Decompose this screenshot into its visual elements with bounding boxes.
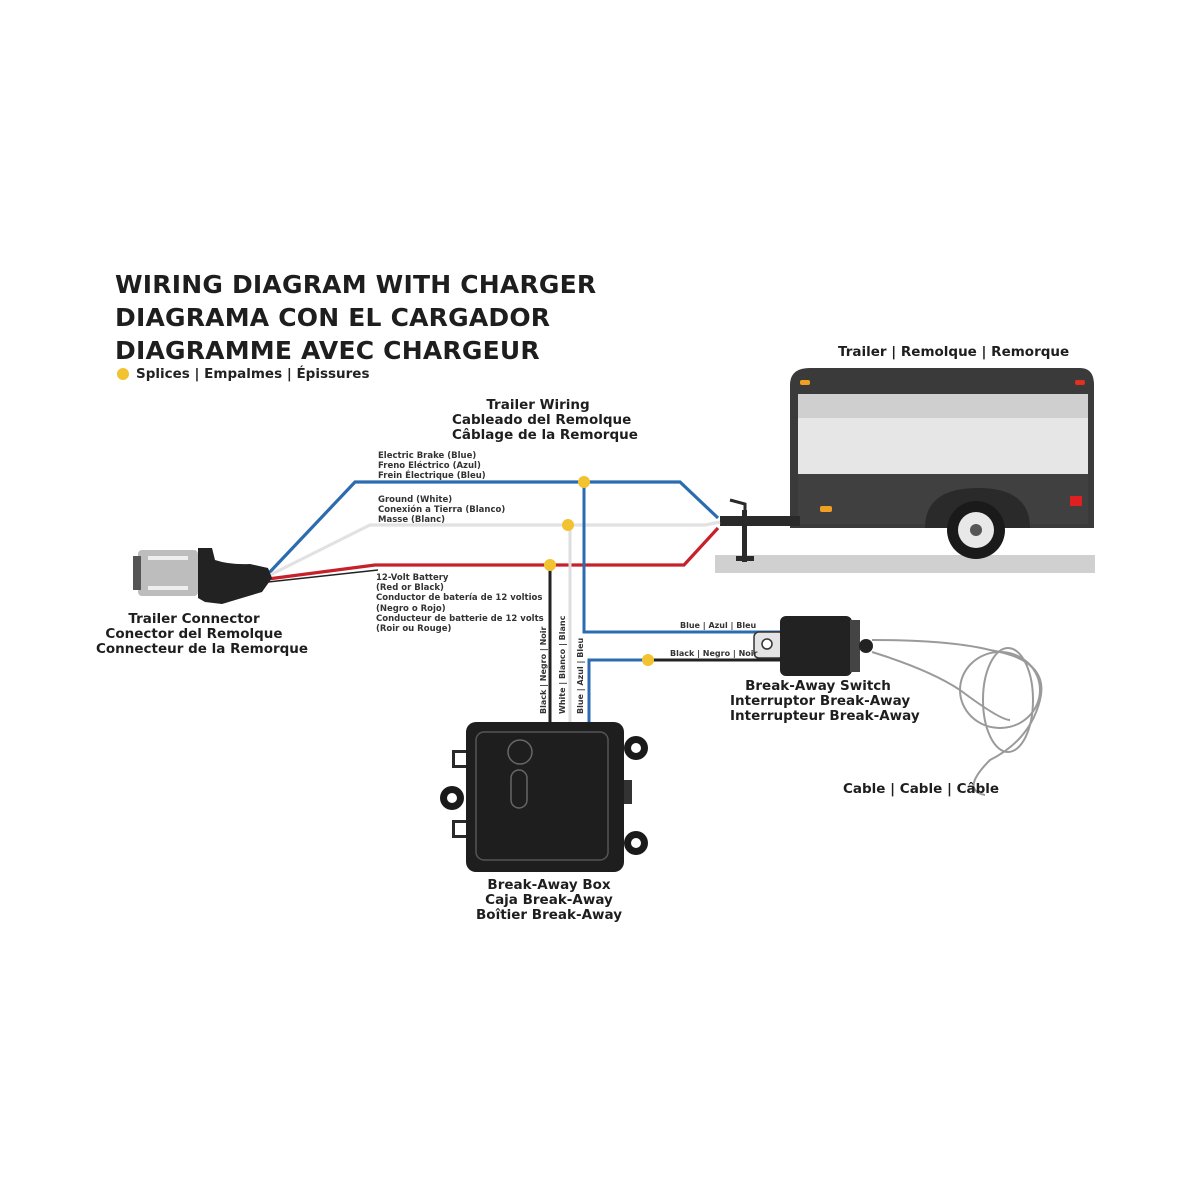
trailer-wiring-label-fr: Câblage de la Remorque	[452, 427, 638, 444]
blue-wire-tag: Blue | Azul | Bleu	[680, 621, 757, 630]
battery-wire-label: 12-Volt Battery (Red or Black) Conductor…	[376, 573, 544, 634]
splice-dot-icon	[562, 519, 574, 531]
trailer-label: Trailer | Remolque | Remorque	[838, 344, 1070, 360]
white-vertical-tag: White | Blanco | Blanc	[558, 615, 567, 714]
splice-dot-icon	[544, 559, 556, 571]
trailer-connector-label-en: Trailer Connector	[128, 611, 260, 627]
trailer-connector-plug	[133, 548, 272, 604]
diagram-title-english: WIRING DIAGRAM WITH CHARGER	[115, 270, 597, 299]
break-away-switch	[753, 616, 873, 676]
battery-wire	[267, 526, 720, 581]
trailer-wiring-label-es: Cableado del Remolque	[452, 412, 632, 429]
trailer-connector-label-es: Conector del Remolque	[105, 626, 283, 643]
splice-dot-icon	[578, 476, 590, 488]
marker-light-icon	[1075, 380, 1085, 385]
trailer-wiring	[266, 476, 784, 723]
trailer-connector-label-fr: Connecteur de la Remorque	[96, 641, 309, 658]
battery-wire-label-es: Conductor de batería de 12 voltios	[376, 593, 543, 604]
ground-wire	[267, 520, 721, 578]
splice-legend: Splices | Empalmes | Épissures	[117, 366, 370, 382]
break-away-box-label: Break-Away Box Caja Break-Away Boîtier B…	[470, 877, 628, 924]
black-vertical-tag: Black | Negro | Noir	[539, 626, 548, 714]
diagram-title-spanish: DIAGRAMA CON EL CARGADOR	[115, 303, 551, 332]
ground-wire-label-fr: Masse (Blanc)	[378, 515, 446, 526]
trailer-connector-label: Trailer Connector Conector del Remolque …	[96, 611, 309, 658]
tail-light-icon	[1070, 496, 1082, 506]
trailer-wiring-label-en: Trailer Wiring	[486, 397, 590, 413]
battery-wire-label-en2: (Red or Black)	[376, 583, 444, 594]
brake-wire-label-en: Electric Brake (Blue)	[378, 451, 477, 461]
ground-wire-label: Ground (White) Conexión a Tierra (Blanco…	[378, 495, 505, 526]
blue-switch-wire	[582, 482, 784, 634]
break-away-switch-label: Break-Away Switch Interruptor Break-Away…	[730, 678, 920, 725]
trailer-illustration	[715, 368, 1095, 573]
brake-wire-label-es: Freno Eléctrico (Azul)	[378, 461, 481, 472]
battery-wire-label-es2: (Negro o Rojo)	[376, 603, 446, 614]
electric-brake-wire	[266, 480, 720, 576]
cable-label: Cable | Cable | Câble	[843, 781, 1000, 797]
marker-light-icon	[800, 380, 810, 385]
ground-shadow	[715, 555, 1095, 573]
break-away-switch-label-en: Break-Away Switch	[745, 678, 891, 694]
break-away-box-label-es: Caja Break-Away	[485, 892, 613, 909]
ground-wire-label-es: Conexión a Tierra (Blanco)	[378, 505, 506, 516]
ground-wire-label-en: Ground (White)	[378, 495, 453, 505]
splice-legend-label: Splices | Empalmes | Épissures	[136, 366, 370, 382]
break-away-box-label-fr: Boîtier Break-Away	[476, 907, 622, 924]
battery-wire-label-fr: Conducteur de batterie de 12 volts	[376, 613, 544, 624]
blue-vertical-tag: Blue | Azul | Bleu	[576, 637, 585, 714]
splice-dot-icon	[117, 368, 129, 380]
trailer-tongue	[720, 516, 800, 526]
trailer-wiring-label: Trailer Wiring Cableado del Remolque Câb…	[452, 397, 638, 444]
black-wire-tag: Black | Negro | Noir	[670, 649, 758, 658]
splice-dot-icon	[642, 654, 654, 666]
diagram-title-french: DIAGRAMME AVEC CHARGEUR	[115, 336, 540, 365]
trailer-jack	[742, 510, 747, 562]
brake-wire-label-fr: Frein Électrique (Bleu)	[378, 471, 486, 482]
battery-wire-label-fr2: (Roir ou Rouge)	[376, 623, 452, 634]
battery-wire-label-en: 12-Volt Battery	[376, 573, 449, 583]
break-away-switch-label-es: Interruptor Break-Away	[730, 693, 911, 710]
break-away-cable	[871, 639, 1043, 796]
brake-wire-label: Electric Brake (Blue) Freno Eléctrico (A…	[378, 451, 486, 482]
break-away-switch-label-fr: Interrupteur Break-Away	[730, 708, 920, 725]
break-away-box-label-en: Break-Away Box	[487, 877, 611, 893]
break-away-box	[440, 722, 648, 872]
